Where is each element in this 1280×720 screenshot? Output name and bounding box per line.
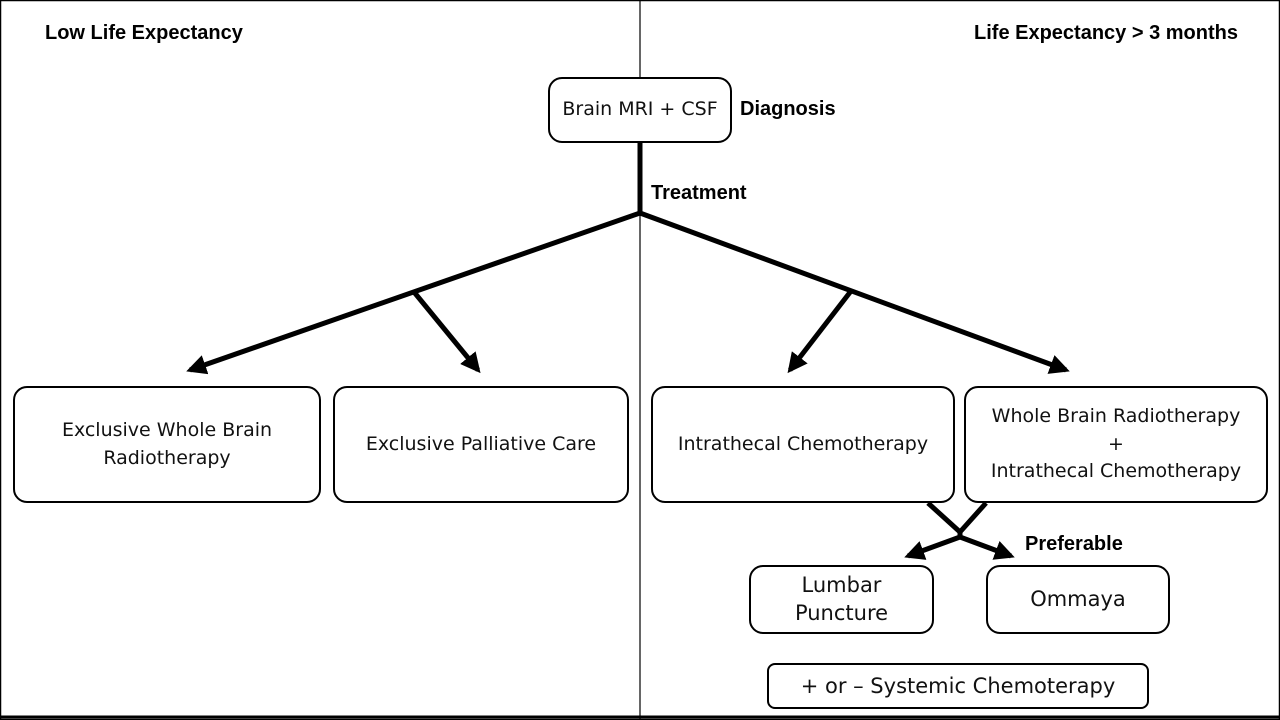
fork-right-in	[958, 501, 988, 534]
node-brain-mri-csf-text: Brain MRI + CSF	[562, 98, 718, 121]
node-lumbar-puncture-line2: Puncture	[794, 600, 889, 625]
node-lumbar-puncture: Lumbar Puncture	[749, 565, 934, 634]
arrow-to-palliative	[412, 290, 481, 374]
arrow-to-combined	[639, 210, 1070, 374]
label-treatment: Treatment	[651, 182, 747, 204]
header-life-expectancy-3-months: Life Expectancy > 3 months	[974, 22, 1238, 44]
node-wbrt-plus-intrathecal-line3: Intrathecal Chemotherapy	[990, 460, 1242, 483]
node-systemic-chemotherapy-text: + or – Systemic Chemoterapy	[800, 673, 1116, 698]
node-exclusive-wbrt-line1: Exclusive Whole Brain	[61, 418, 273, 441]
node-lumbar-puncture-line1: Lumbar	[801, 573, 882, 598]
label-diagnosis: Diagnosis	[740, 98, 836, 120]
node-wbrt-plus-intrathecal-line2: +	[1108, 432, 1124, 455]
node-ommaya-text: Ommaya	[1030, 587, 1126, 612]
node-exclusive-wbrt: Exclusive Whole Brain Radiotherapy	[13, 386, 321, 503]
arrow-to-ommaya	[959, 534, 1015, 560]
node-exclusive-wbrt-line2: Radiotherapy	[103, 446, 231, 469]
arrow-to-intrathecal	[787, 289, 853, 374]
node-intrathecal-chemotherapy: Intrathecal Chemotherapy	[651, 386, 955, 503]
node-exclusive-palliative-care-text: Exclusive Palliative Care	[365, 432, 597, 455]
node-intrathecal-chemotherapy-text: Intrathecal Chemotherapy	[677, 432, 929, 455]
fork-left-in	[926, 501, 962, 534]
node-brain-mri-csf: Brain MRI + CSF	[548, 77, 732, 143]
node-ommaya: Ommaya	[986, 565, 1170, 634]
node-wbrt-plus-intrathecal: Whole Brain Radiotherapy + Intrathecal C…	[964, 386, 1268, 503]
label-preferable: Preferable	[1025, 533, 1123, 555]
header-low-life-expectancy: Low Life Expectancy	[45, 22, 243, 44]
node-exclusive-palliative-care: Exclusive Palliative Care	[333, 386, 629, 503]
node-wbrt-plus-intrathecal-line1: Whole Brain Radiotherapy	[991, 405, 1241, 428]
arrow-to-lumbar	[904, 534, 961, 560]
node-systemic-chemotherapy: + or – Systemic Chemoterapy	[767, 663, 1149, 709]
arrow-to-wbrt	[186, 210, 641, 375]
